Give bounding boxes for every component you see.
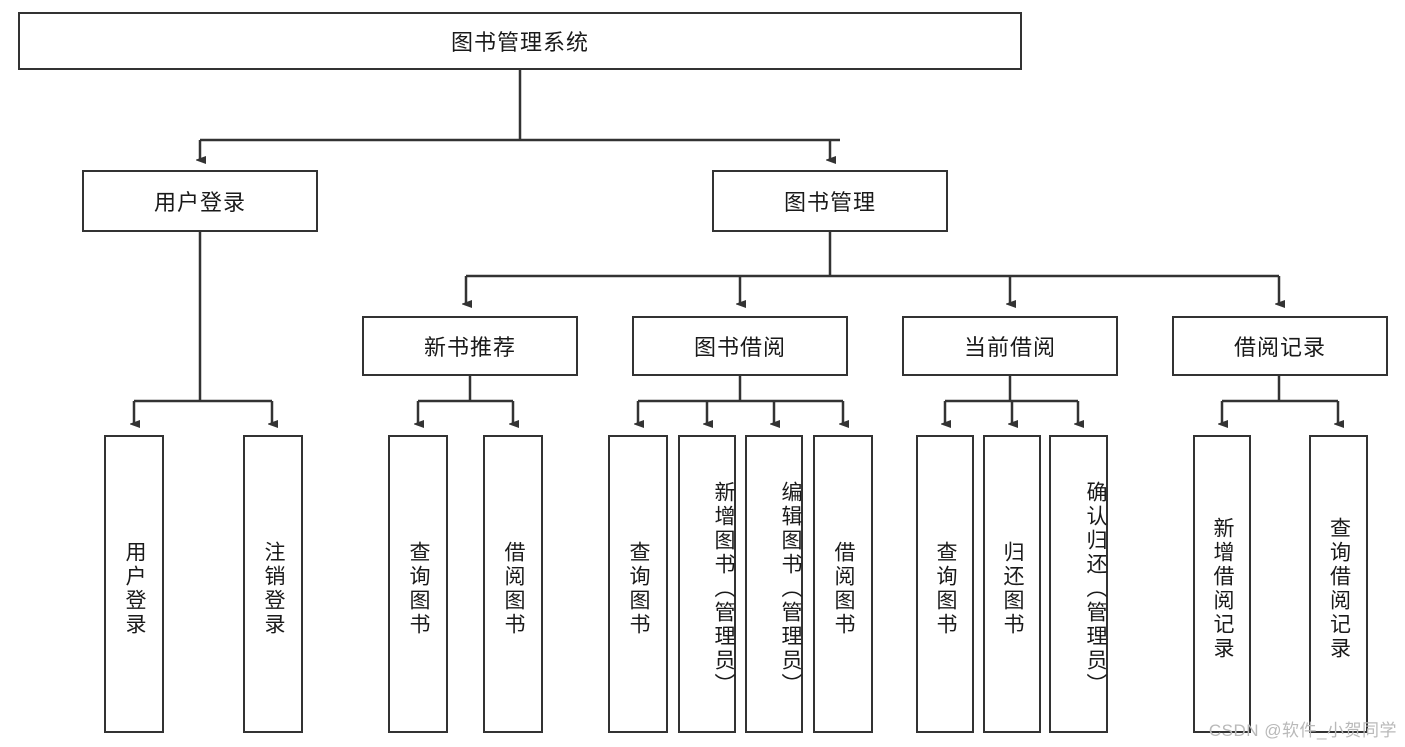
node-book-management[interactable]: 图书管理 [712,170,948,232]
leaf-edit-book-admin[interactable]: 编辑图书（管理员） [745,435,803,733]
leaf-return-book[interactable]: 归还图书 [983,435,1041,733]
node-current-borrow-label: 当前借阅 [963,335,1056,360]
node-root[interactable]: 图书管理系统 [18,12,1022,70]
leaf-query-book-rec-label: 查询图书 [407,541,431,637]
leaf-return-book-label: 归还图书 [1001,541,1025,637]
leaf-query-book-current[interactable]: 查询图书 [916,435,974,733]
leaf-add-book-admin[interactable]: 新增图书（管理员） [678,435,736,733]
leaf-add-borrow-record[interactable]: 新增借阅记录 [1193,435,1251,733]
leaf-confirm-return-admin[interactable]: 确认归还（管理员） [1049,435,1108,733]
watermark: CSDN @软件_小贺同学 [1208,721,1397,740]
leaf-borrow-book-rec-label: 借阅图书 [502,541,526,637]
leaf-query-book-rec[interactable]: 查询图书 [388,435,448,733]
leaf-user-login[interactable]: 用户登录 [104,435,164,733]
node-new-book-recommend-label: 新书推荐 [423,335,516,360]
leaf-query-book-borrow[interactable]: 查询图书 [608,435,668,733]
leaf-query-book-current-label: 查询图书 [934,541,958,637]
node-current-borrow[interactable]: 当前借阅 [902,316,1118,376]
leaf-borrow-book[interactable]: 借阅图书 [813,435,873,733]
node-book-borrow[interactable]: 图书借阅 [632,316,848,376]
node-new-book-recommend[interactable]: 新书推荐 [362,316,578,376]
leaf-user-login-label: 用户登录 [123,541,147,637]
leaf-query-book-borrow-label: 查询图书 [627,541,651,637]
leaf-add-book-admin-label: 新增图书（管理员） [712,481,735,697]
leaf-borrow-book-label: 借阅图书 [832,541,856,637]
leaf-logout-label: 注销登录 [262,541,286,637]
leaf-borrow-book-rec[interactable]: 借阅图书 [483,435,543,733]
leaf-logout[interactable]: 注销登录 [243,435,303,733]
node-borrow-records-label: 借阅记录 [1233,335,1326,360]
leaf-edit-book-admin-label: 编辑图书（管理员） [779,481,802,697]
node-user-login-label: 用户登录 [153,190,246,215]
node-root-label: 图书管理系统 [450,30,589,55]
node-book-management-label: 图书管理 [783,190,876,215]
leaf-add-borrow-record-label: 新增借阅记录 [1211,517,1235,661]
node-book-borrow-label: 图书借阅 [693,335,786,360]
node-user-login[interactable]: 用户登录 [82,170,318,232]
leaf-query-borrow-record-label: 查询借阅记录 [1327,517,1351,661]
node-borrow-records[interactable]: 借阅记录 [1172,316,1388,376]
leaf-query-borrow-record[interactable]: 查询借阅记录 [1309,435,1368,733]
leaf-confirm-return-admin-label: 确认归还（管理员） [1084,481,1107,697]
